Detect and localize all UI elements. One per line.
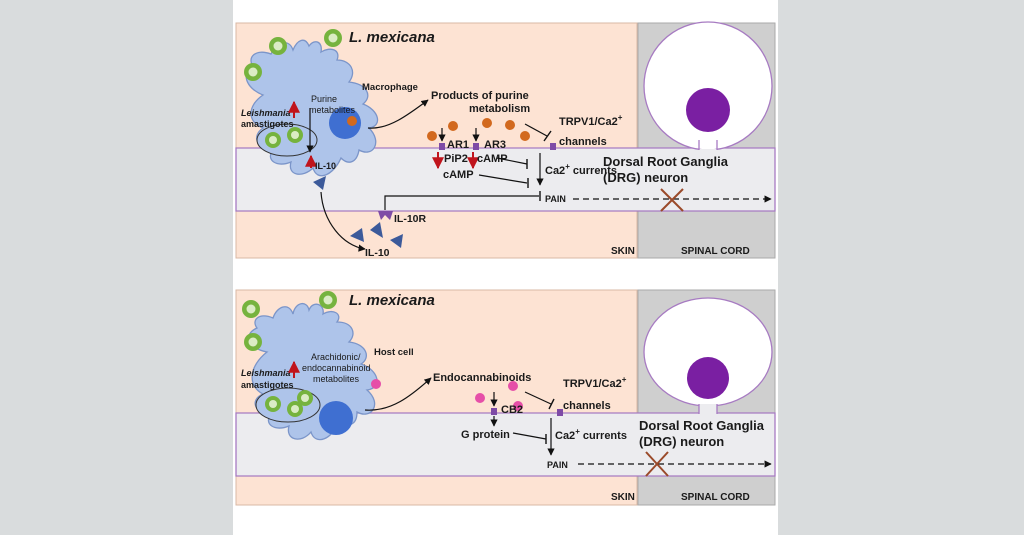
parasite-vacuole [256, 123, 318, 157]
secretion-arrow [364, 377, 432, 411]
purine-dot [347, 116, 357, 126]
trpv1-sup: + [618, 113, 623, 122]
species-label: L. mexicana [349, 292, 435, 309]
drg-neuron-soma [643, 21, 773, 152]
inhibition-line [524, 123, 548, 137]
trpv1-label-2: channels [563, 400, 611, 412]
cell-label: Host cell [374, 347, 414, 358]
metabolite-label-2: metabolites [309, 105, 356, 115]
purine-dot [520, 131, 530, 141]
purine-dot [482, 118, 492, 128]
host-cell-nucleus [319, 401, 353, 435]
free-parasite-icon [244, 29, 342, 81]
endocannabinoid-dot [475, 393, 485, 403]
macrophage-nucleus [329, 107, 361, 139]
g-protein-label: G protein [461, 429, 510, 441]
endocannabinoid-dot [508, 381, 518, 391]
ca-sup: + [575, 427, 580, 436]
trpv1-label: TRPV1/Ca2+ [563, 375, 627, 390]
trpv1-channel [550, 143, 556, 150]
free-parasite-icon [242, 291, 337, 351]
metabolite-label-2: endocannabinoid [302, 363, 371, 373]
inhibition-line [384, 195, 539, 210]
metabolite-label: Purine [311, 94, 337, 104]
panel-endocannabinoid: L. mexicana Host cell Leishmania amastig… [235, 289, 776, 506]
il10-triangle [350, 228, 364, 242]
inhibition-bar [548, 398, 555, 410]
parasite-vacuole [255, 387, 321, 423]
products-label: Products of purine [431, 90, 529, 102]
skin-label: SKIN [611, 492, 635, 503]
blocked-signal-icon [660, 188, 684, 212]
drg-label: Dorsal Root Ganglia [639, 418, 765, 433]
ar3-receptor [473, 143, 479, 150]
drg-label-2: (DRG) neuron [603, 170, 688, 185]
ca-label-main: Ca2 [555, 430, 575, 442]
pain-label: PAIN [547, 460, 568, 470]
trpv1-label: TRPV1/Ca2+ [559, 113, 623, 128]
trpv1-channel [557, 409, 563, 416]
drg-label: Dorsal Root Ganglia [603, 154, 729, 169]
drg-axon [235, 412, 776, 477]
trpv1-sup: + [622, 375, 627, 384]
ca-currents-label: Ca2+ currents [555, 427, 627, 442]
trpv1-label-main: TRPV1/Ca2 [563, 378, 622, 390]
products-label-2: metabolism [469, 103, 530, 115]
ca-label-main: Ca2 [545, 165, 565, 177]
drg-label-2: (DRG) neuron [639, 434, 724, 449]
endocannabinoid-dot [513, 401, 523, 411]
species-label: L. mexicana [349, 29, 435, 46]
cb2-label: CB2 [501, 404, 523, 416]
ca-label-rest: currents [580, 430, 627, 442]
inhibition-line [478, 174, 528, 184]
pip2-label: PiP2 [444, 153, 468, 165]
inhibition-line [524, 391, 552, 405]
il10-out-label: IL-10 [365, 247, 390, 259]
il10-triangle [370, 222, 383, 238]
ar1-label: AR1 [447, 139, 469, 151]
pain-label: PAIN [545, 194, 566, 204]
endocannabinoids-label: Endocannabinoids [433, 372, 531, 384]
il10-release-arrow [320, 191, 366, 252]
purine-dot [505, 120, 515, 130]
trpv1-label-main: TRPV1/Ca2 [559, 116, 618, 128]
metabolite-label: Arachidonic/ [311, 352, 361, 362]
parasite-label: Leishmania [241, 108, 291, 118]
spinal-cord-label: SPINAL CORD [681, 492, 750, 503]
secretion-arrow [367, 99, 429, 129]
inhibition-line [496, 157, 528, 165]
camp-label: cAMP [477, 153, 508, 165]
purine-dot [427, 131, 437, 141]
inhibition-bar [543, 130, 552, 142]
metabolite-label-3: metabolites [313, 374, 360, 384]
parasite-label-2: amastigotes [241, 119, 294, 129]
ca-label-rest: currents [570, 165, 617, 177]
figure-canvas: L. mexicana Macrophage Leishmania amasti… [233, 0, 778, 535]
camp-label-2: cAMP [443, 169, 474, 181]
il10-triangle [390, 234, 403, 248]
cell-label: Macrophage [362, 82, 418, 93]
il10-receptor [378, 211, 393, 220]
ca-currents-label: Ca2+ currents [545, 162, 617, 177]
ar1-receptor [439, 143, 445, 150]
il10-triangle [313, 176, 326, 190]
il10-inner-label: IL-10 [315, 161, 336, 171]
spinal-cord-label: SPINAL CORD [681, 246, 750, 257]
drg-neuron-soma [643, 297, 773, 414]
blocked-signal-icon [645, 451, 669, 477]
leishmania-pain-diagram: L. mexicana Macrophage Leishmania amasti… [235, 21, 776, 506]
endocannabinoid-dot [371, 379, 381, 389]
panel-purine: L. mexicana Macrophage Leishmania amasti… [235, 21, 776, 259]
parasite-label-2: amastigotes [241, 380, 294, 390]
ca-sup: + [565, 162, 570, 171]
cb2-receptor [491, 408, 497, 415]
il10r-label: IL-10R [394, 213, 427, 225]
parasite-label: Leishmania [241, 368, 291, 378]
inhibition-line [512, 432, 547, 440]
ar3-label: AR3 [484, 139, 506, 151]
purine-dot [448, 121, 458, 131]
trpv1-label-2: channels [559, 136, 607, 148]
skin-label: SKIN [611, 246, 635, 257]
